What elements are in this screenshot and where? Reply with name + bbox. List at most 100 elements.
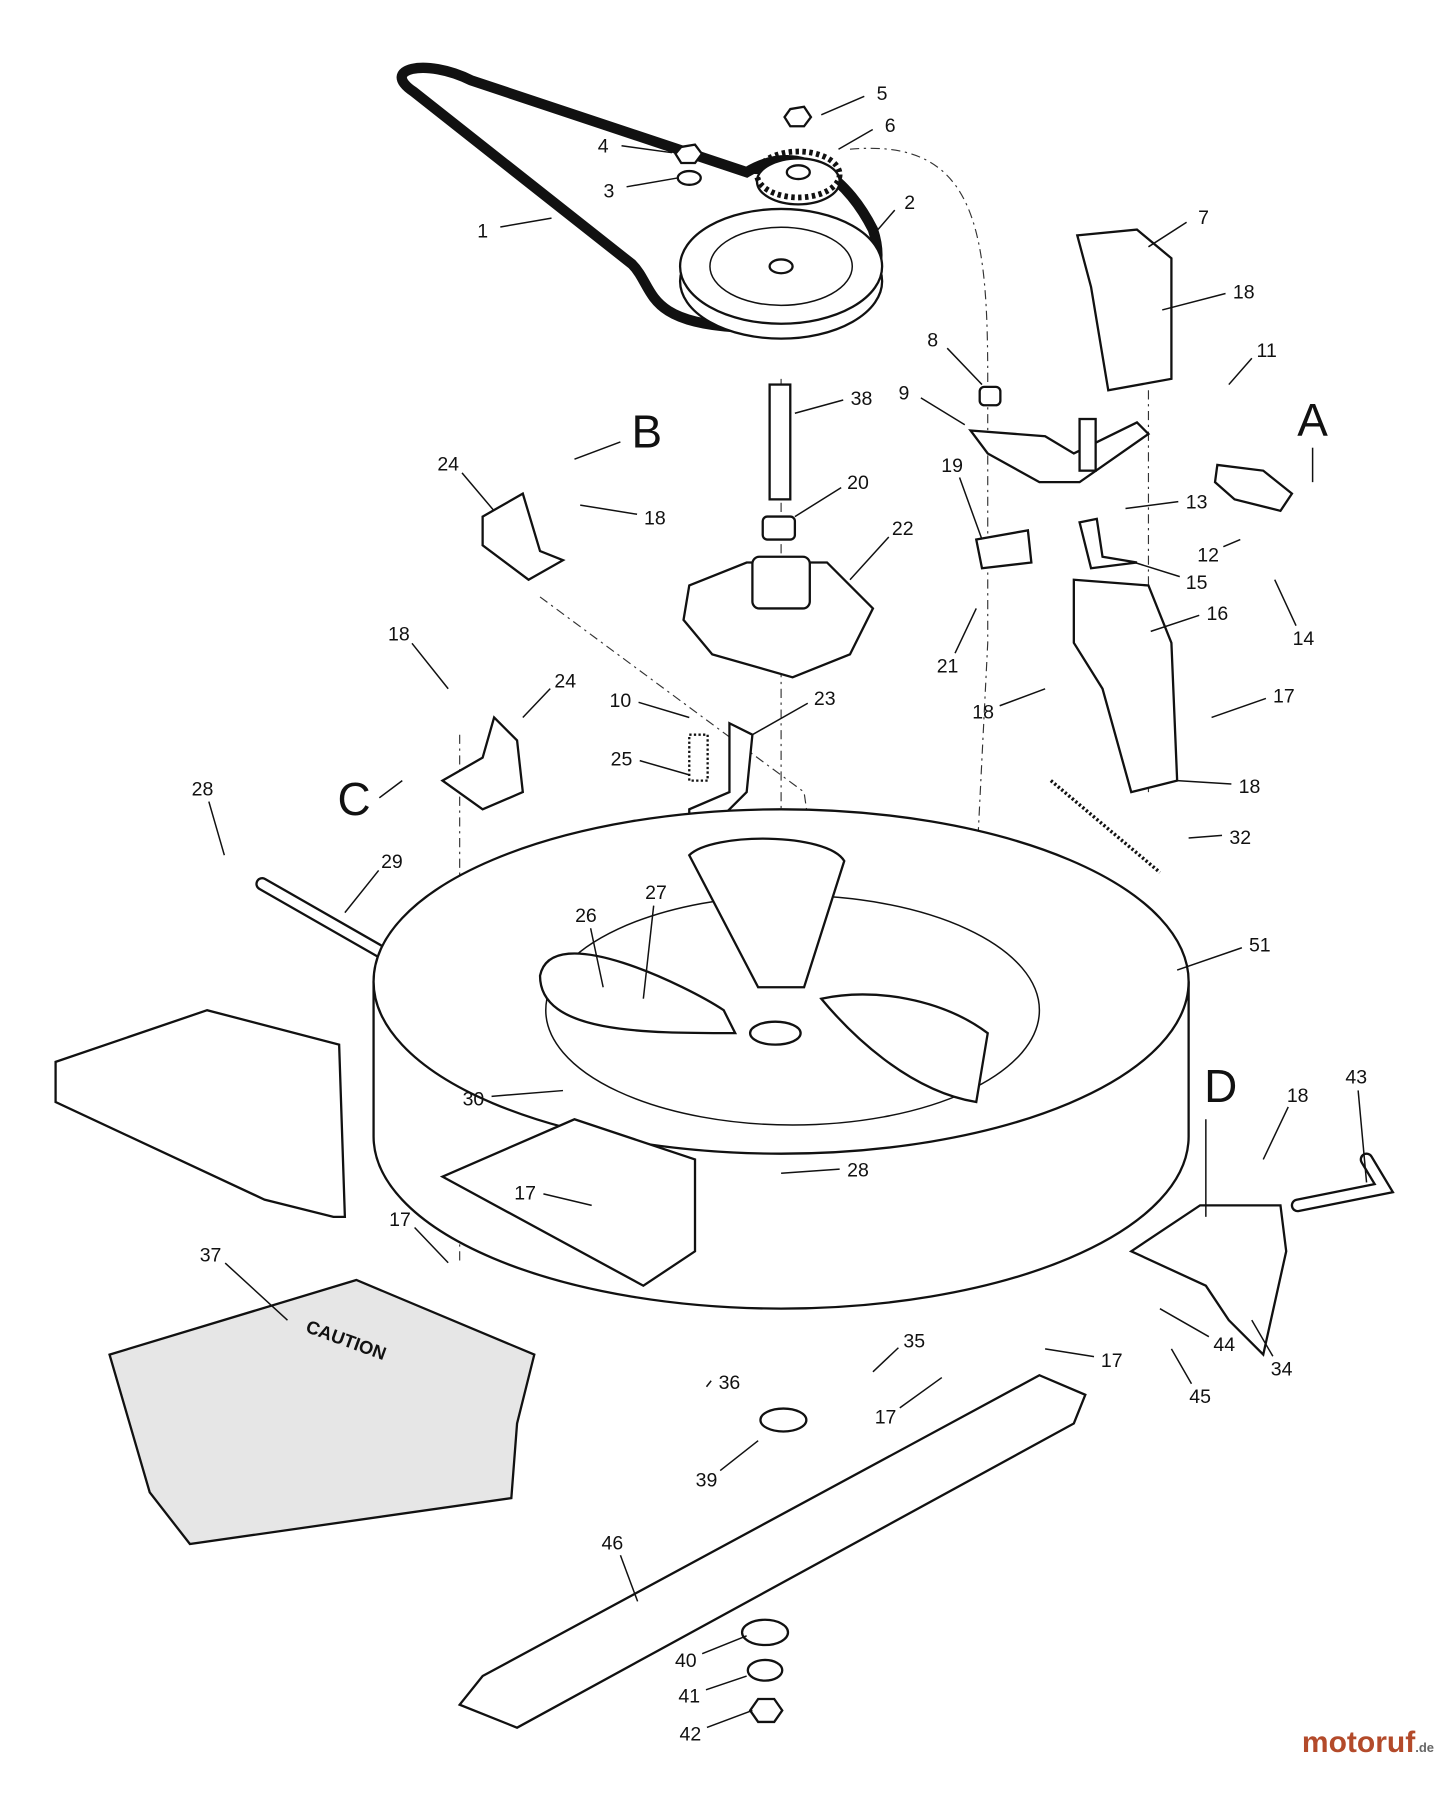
callout-17: 17 — [389, 1209, 411, 1231]
leader-line — [872, 1347, 899, 1373]
leader-line — [1045, 1348, 1095, 1358]
leader-line — [838, 128, 874, 150]
callout-13: 13 — [1186, 492, 1208, 514]
leader-line — [639, 759, 690, 776]
brace — [1128, 1204, 1288, 1357]
leader-line — [958, 477, 983, 540]
bearing — [761, 515, 797, 541]
nut — [783, 105, 813, 128]
callout-17: 17 — [1101, 1350, 1123, 1372]
callout-25: 25 — [611, 749, 633, 771]
callout-27: 27 — [645, 882, 667, 904]
leader-line — [1188, 834, 1223, 839]
leader-line — [794, 487, 842, 518]
callout-30: 30 — [463, 1088, 485, 1110]
callout-7: 7 — [1198, 207, 1209, 229]
watermark-logo: motoruf.de — [1301, 1726, 1434, 1759]
leader-line — [1170, 1348, 1193, 1385]
discharge-chute — [54, 1009, 347, 1218]
link — [1213, 463, 1294, 513]
callout-17: 17 — [875, 1406, 897, 1428]
callout-35: 35 — [903, 1331, 925, 1353]
callout-18: 18 — [972, 702, 994, 724]
leader-line — [1228, 357, 1253, 386]
callout-18: 18 — [1233, 281, 1255, 303]
callout-45: 45 — [1189, 1386, 1211, 1408]
callout-16: 16 — [1206, 603, 1228, 625]
pivot-bracket — [481, 491, 566, 582]
leader-line — [946, 347, 983, 386]
callout-37: 37 — [200, 1245, 222, 1267]
callout-labels: 1234567188911382418201913221215141621182… — [192, 83, 1368, 1745]
callout-10: 10 — [610, 690, 632, 712]
leader-line — [208, 801, 226, 856]
leader-line — [642, 905, 655, 999]
spring — [1049, 779, 1162, 874]
leader-line — [849, 536, 890, 581]
view-marker-D: D — [1204, 1060, 1237, 1112]
callout-40: 40 — [675, 1650, 697, 1672]
mulch-plate: CAUTION — [108, 1278, 536, 1546]
callout-22: 22 — [892, 518, 914, 540]
leader-line — [344, 869, 380, 914]
callout-18: 18 — [1287, 1085, 1309, 1107]
callout-38: 38 — [851, 388, 873, 410]
bushing — [978, 385, 1002, 407]
callout-19: 19 — [941, 455, 963, 477]
leader-line — [999, 688, 1046, 707]
leader-line — [1177, 779, 1232, 785]
callout-44: 44 — [1213, 1334, 1235, 1356]
leader-line — [1150, 614, 1200, 633]
leader-line — [500, 217, 552, 228]
leader-line — [589, 928, 604, 988]
bracket — [1072, 578, 1179, 794]
callout-36: 36 — [719, 1372, 741, 1394]
callout-21: 21 — [937, 656, 959, 678]
leader-line — [706, 1709, 753, 1729]
nut — [674, 143, 704, 165]
callout-41: 41 — [678, 1685, 700, 1707]
callout-46: 46 — [602, 1533, 624, 1555]
leader-line — [461, 472, 495, 512]
arrow-icon — [378, 780, 403, 799]
view-marker-B: B — [631, 406, 662, 458]
callout-23: 23 — [814, 688, 836, 710]
callout-29: 29 — [381, 851, 403, 873]
leader-line — [1176, 947, 1243, 971]
callout-9: 9 — [899, 382, 910, 404]
lever — [968, 421, 1151, 484]
leader-line — [954, 608, 977, 654]
callout-24: 24 — [554, 671, 576, 693]
callout-5: 5 — [877, 83, 888, 105]
callout-6: 6 — [885, 115, 896, 137]
leader-line — [1251, 1319, 1274, 1357]
pivot-bracket — [440, 715, 525, 811]
blade — [457, 1373, 1087, 1729]
callout-26: 26 — [575, 905, 597, 927]
callout-1: 1 — [477, 221, 488, 243]
callout-15: 15 — [1186, 572, 1208, 594]
callout-18: 18 — [1239, 776, 1261, 798]
baffle — [439, 1118, 697, 1288]
leader-line — [1148, 221, 1188, 248]
callout-20: 20 — [847, 472, 869, 494]
pulley — [678, 207, 884, 340]
leader-line — [1125, 500, 1179, 510]
leader-line — [224, 1262, 288, 1321]
leader-line — [794, 399, 844, 414]
arrow-icon — [574, 441, 621, 460]
leader-line — [719, 1440, 759, 1472]
parts-drawing: CAUTION — [54, 62, 1395, 1729]
leader-line — [580, 504, 638, 515]
leader-line — [543, 1193, 592, 1207]
leader-line — [1357, 1090, 1368, 1183]
leader-line — [705, 1675, 747, 1691]
belt — [396, 62, 883, 333]
leader-line — [781, 1168, 840, 1174]
leader-line — [705, 1380, 712, 1388]
leader-line — [920, 397, 966, 426]
leader-line — [414, 1226, 449, 1264]
leader-line — [1223, 538, 1241, 548]
